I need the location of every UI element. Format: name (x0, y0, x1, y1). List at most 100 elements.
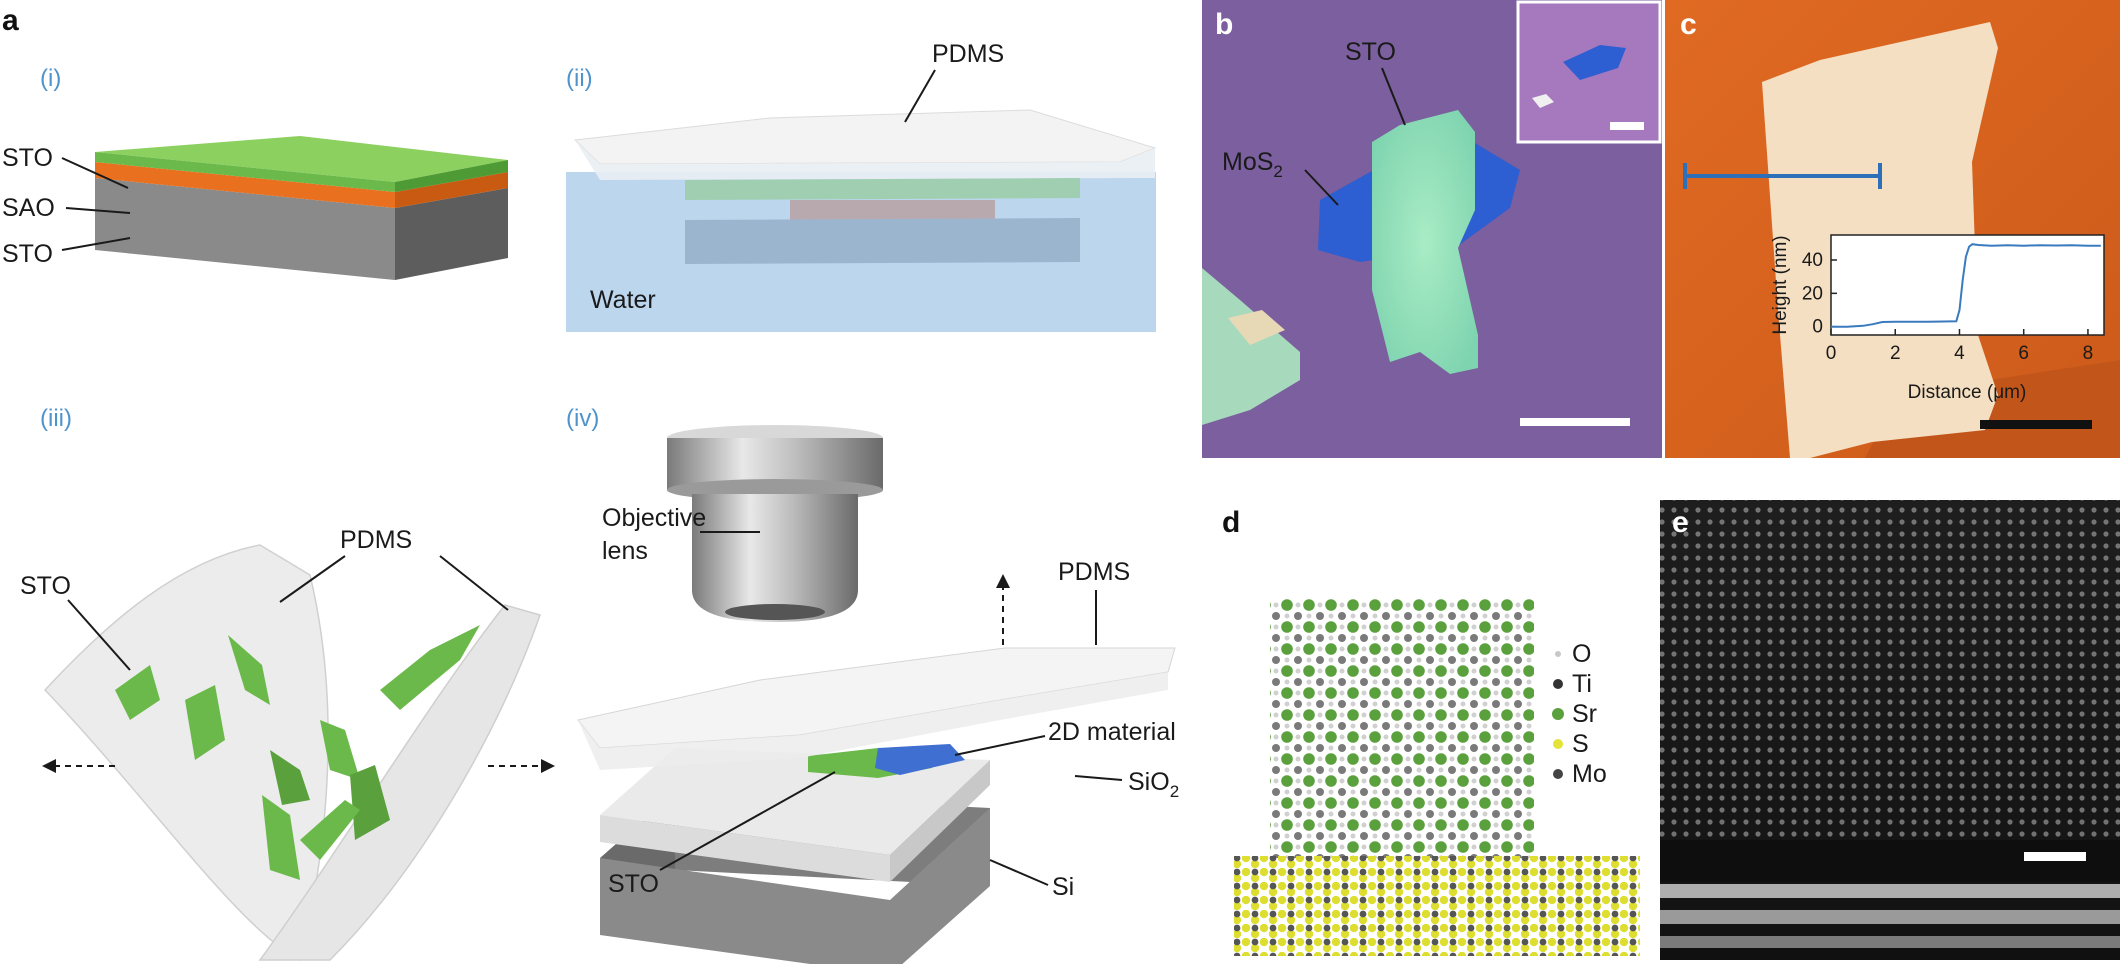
leader-sto-top (61, 157, 129, 189)
sao-layer-side (395, 172, 508, 208)
flake-bottom-left-thick (1228, 310, 1285, 345)
mos2-lattice (1234, 856, 1640, 956)
label-objective-1: Objective (602, 504, 706, 532)
chart-x-tick-label: 6 (2018, 343, 2029, 364)
crystal-structure-model (1234, 598, 1640, 956)
sto-flake-optical (1372, 110, 1478, 374)
label-mos2-sub: 2 (1273, 162, 1282, 181)
material-2d-flake (875, 744, 965, 775)
label-sto-bottom: STO (2, 240, 53, 268)
stack-bottom-front (95, 178, 395, 280)
leader-si (989, 859, 1049, 886)
arrow-stretch-left-head (42, 759, 56, 773)
sto-flake-6 (320, 720, 360, 780)
leader-pdms-ii (904, 69, 936, 123)
sto-top-front (95, 152, 395, 192)
legend-atom-label: Mo (1572, 760, 1607, 788)
flexible-pdms-diagram (43, 544, 541, 962)
label-pdms-iv: PDMS (1058, 558, 1130, 586)
label-pdms-ii: PDMS (932, 40, 1004, 68)
chart-y-tick-label: 0 (1812, 317, 1823, 338)
legend-atom-swatch (1553, 739, 1563, 749)
label-sto-top: STO (2, 144, 53, 172)
pdms-top (573, 109, 1157, 165)
lens-body (692, 494, 858, 622)
water-bath-diagram (566, 109, 1157, 332)
sio2-front (600, 815, 890, 882)
legend-atom-swatch (1552, 708, 1564, 720)
leader-sto-iv (659, 771, 836, 871)
sto-flake-1 (115, 665, 160, 720)
flake-bottom-left (1202, 268, 1300, 425)
label-sio2-base: SiO (1128, 768, 1170, 796)
stem-bright-band-3 (1660, 936, 2120, 948)
stack-bottom-side (395, 188, 508, 280)
sao-dissolving (790, 200, 995, 222)
panel-label-d: d (1222, 506, 1240, 539)
sto-top-side (395, 160, 508, 192)
legend-atom-label: Sr (1572, 700, 1597, 728)
panel-label-c: c (1680, 8, 1697, 41)
leader-sio2 (1074, 775, 1123, 781)
leader-sto-iii (67, 599, 131, 671)
pdms-front (575, 140, 1155, 180)
subpanel-label-i: (i) (40, 65, 61, 92)
label-sio2: SiO2 (1128, 768, 1179, 801)
layer-stack-diagram (95, 136, 508, 280)
chart-height-line (1831, 243, 2101, 328)
chart-x-tick-label: 0 (1826, 343, 1837, 364)
chart-y-tick-label: 20 (1802, 283, 1823, 304)
afm-scale-bar (1980, 420, 2092, 429)
leader-pdms-iii-left (279, 555, 346, 603)
lens-tip (725, 604, 825, 620)
label-sio2-sub: 2 (1170, 782, 1179, 801)
sao-layer-front (95, 162, 395, 208)
transfer-stack (577, 647, 1176, 964)
chart-x-tick-label: 4 (1954, 343, 1965, 364)
sto-flake-8 (380, 625, 480, 710)
stem-image (1660, 500, 2120, 960)
legend-atom-swatch (1553, 679, 1563, 689)
pdms-sheet-left (43, 544, 329, 962)
label-mos2: MoS2 (1222, 148, 1283, 181)
panel-label-e: e (1672, 506, 1689, 539)
label-sao: SAO (2, 194, 55, 222)
pdms-sheet-right (258, 604, 541, 961)
label-mos2-base: MoS (1222, 148, 1273, 176)
sto-lattice (1270, 598, 1534, 858)
inset-flake-white (1532, 94, 1554, 108)
label-si: Si (1052, 873, 1074, 901)
legend-atom-label: O (1572, 640, 1591, 668)
arrow-lift-head (996, 574, 1010, 588)
sto-top-surface (95, 136, 508, 182)
leader-2d-material (954, 735, 1046, 756)
sto-flake-3 (185, 685, 225, 760)
inset-scale-bar (1610, 122, 1644, 130)
subpanel-label-iv: (iv) (566, 405, 599, 432)
optical-scale-bar (1520, 418, 1630, 426)
legend-atom-label: Ti (1572, 670, 1592, 698)
stem-scale-bar (2024, 852, 2086, 861)
optical-inset (1516, 0, 1662, 144)
panel-label-a: a (2, 4, 19, 37)
label-pdms-iii: PDMS (340, 526, 412, 554)
sto-flake-9 (300, 800, 360, 860)
legend-atom-swatch (1555, 651, 1561, 657)
sto-flake-4 (270, 750, 310, 805)
label-water: Water (590, 286, 656, 314)
stem-bright-band-1 (1660, 884, 2120, 898)
label-2d-material: 2D material (1048, 718, 1176, 746)
sio2-side (890, 760, 990, 882)
subpanel-label-ii: (ii) (566, 65, 593, 92)
chart-x-tick-label: 2 (1890, 343, 1901, 364)
leader-mos2 (1304, 169, 1339, 206)
sto-flake-5 (262, 795, 300, 880)
substrate-submerged (685, 218, 1080, 264)
label-sto-iv: STO (608, 870, 659, 898)
label-objective-2: lens (602, 537, 648, 565)
stem-atom-lattice (1660, 500, 2120, 860)
optical-micrograph (1202, 0, 1662, 458)
